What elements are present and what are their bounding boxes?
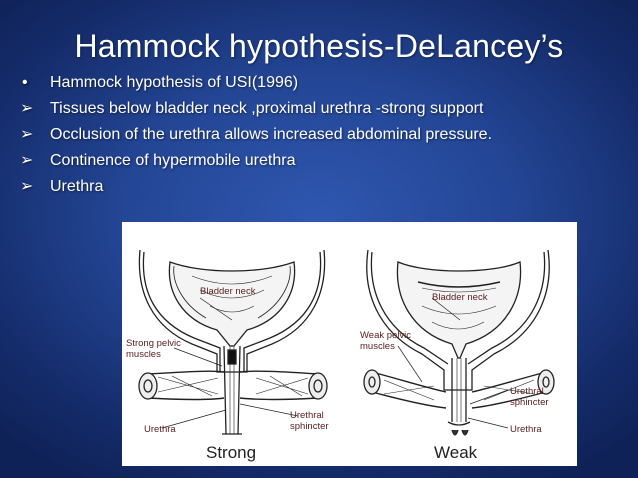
label-urethral-sphincter-2: sphincter bbox=[290, 421, 329, 432]
label-pelvic-muscles: Weak pelvic bbox=[360, 330, 411, 341]
bullet-text: Occlusion of the urethra allows increase… bbox=[50, 126, 493, 143]
bullet-item: ➢ Occlusion of the urethra allows increa… bbox=[12, 124, 570, 145]
bullet-item: ➢ Tissues below bladder neck ,proximal u… bbox=[12, 98, 632, 119]
weak-diagram bbox=[363, 249, 555, 436]
bullet-text: Tissues below bladder neck ,proximal ure… bbox=[50, 100, 484, 117]
slide-title: Hammock hypothesis-DeLancey’s bbox=[74, 28, 564, 64]
label-pelvic-muscles: Strong pelvic bbox=[126, 338, 181, 349]
bullet-text: Hammock hypothesis of USI(1996) bbox=[50, 74, 299, 91]
arrow-bullet-icon: ➢ bbox=[20, 178, 34, 195]
bullet-text: Urethra bbox=[50, 178, 104, 195]
arrow-bullet-icon: ➢ bbox=[20, 152, 34, 169]
label-urethra: Urethra bbox=[144, 424, 176, 435]
weak-labels: Bladder neck Weak pelvic muscles Urethra… bbox=[360, 292, 549, 462]
label-urethral-sphincter: Urethral bbox=[290, 410, 324, 421]
bullet-text: Continence of hypermobile urethra bbox=[50, 152, 296, 169]
label-pelvic-muscles-2: muscles bbox=[126, 349, 161, 360]
label-urethral-sphincter-2: sphincter bbox=[510, 397, 549, 408]
strong-diagram bbox=[138, 249, 328, 435]
bullet-item: ➢ Urethra bbox=[12, 176, 632, 197]
bullet-dot-icon: • bbox=[22, 74, 28, 91]
hammock-illustration: Bladder neck Strong pelvic muscles Ureth… bbox=[122, 222, 577, 466]
bullet-list: • Hammock hypothesis of USI(1996) ➢ Tiss… bbox=[12, 72, 632, 202]
bullet-item: • Hammock hypothesis of USI(1996) bbox=[12, 72, 632, 93]
caption-weak: Weak bbox=[434, 443, 478, 462]
caption-strong: Strong bbox=[206, 443, 256, 462]
label-pelvic-muscles-2: muscles bbox=[360, 341, 395, 352]
arrow-bullet-icon: ➢ bbox=[20, 126, 34, 143]
label-bladder-neck: Bladder neck bbox=[200, 286, 256, 297]
arrow-bullet-icon: ➢ bbox=[20, 100, 34, 117]
label-urethra: Urethra bbox=[510, 424, 542, 435]
bullet-item: ➢ Continence of hypermobile urethra bbox=[12, 150, 632, 171]
label-urethral-sphincter: Urethral bbox=[510, 386, 544, 397]
label-bladder-neck: Bladder neck bbox=[432, 292, 488, 303]
strong-labels: Bladder neck Strong pelvic muscles Ureth… bbox=[126, 286, 329, 462]
